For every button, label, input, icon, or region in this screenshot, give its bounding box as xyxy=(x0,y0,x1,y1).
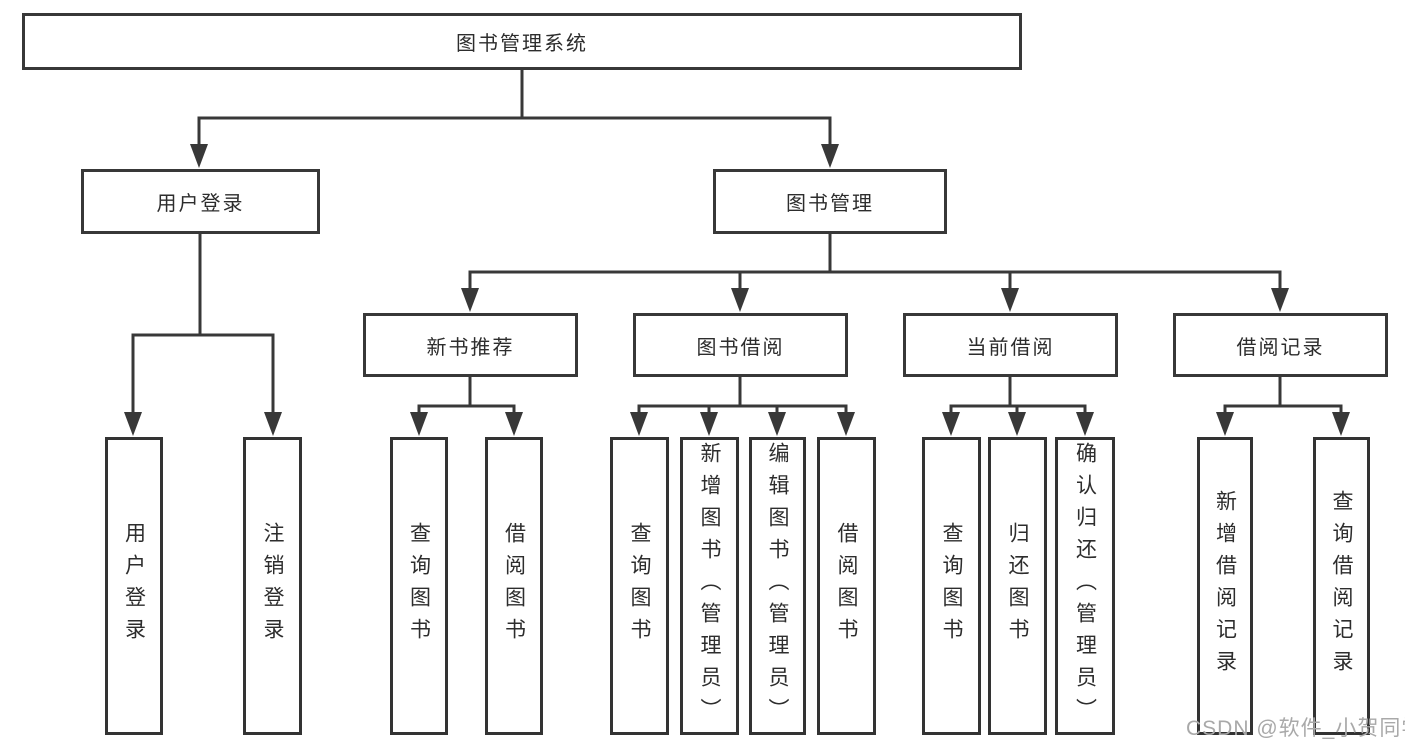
leaf-query-borrow-record: 查询借阅记录 xyxy=(1313,437,1370,735)
leaf-add-books-admin: 新增图书（管理员） xyxy=(680,437,739,735)
leaf-borrow-books-recommend: 借阅图书 xyxy=(485,437,543,735)
leaf-borrow-books-recommend-label: 借阅图书 xyxy=(502,522,526,650)
leaf-user-login-label: 用户登录 xyxy=(122,522,146,650)
node-current-borrowing-label: 当前借阅 xyxy=(966,336,1055,359)
node-current-borrowing: 当前借阅 xyxy=(903,313,1118,377)
leaf-query-books-borrowing: 查询图书 xyxy=(610,437,669,735)
leaf-logout-label: 注销登录 xyxy=(261,522,284,650)
node-book-borrowing: 图书借阅 xyxy=(633,313,848,377)
node-library-system: 图书管理系统 xyxy=(22,13,1022,70)
leaf-query-books-current: 查询图书 xyxy=(922,437,981,735)
node-borrow-records-label: 借阅记录 xyxy=(1236,336,1325,359)
node-user-login-label: 用户登录 xyxy=(156,193,245,215)
leaf-query-books-borrowing-label: 查询图书 xyxy=(628,522,651,650)
leaf-query-books-recommend: 查询图书 xyxy=(390,437,448,735)
leaf-edit-books-admin: 编辑图书（管理员） xyxy=(749,437,806,735)
leaf-add-books-admin-label: 新增图书（管理员） xyxy=(698,442,721,730)
leaf-add-borrow-record-label: 新增借阅记录 xyxy=(1213,490,1237,682)
node-new-book-recommend: 新书推荐 xyxy=(363,313,578,377)
leaf-query-books-current-label: 查询图书 xyxy=(940,522,963,650)
node-new-book-recommend-label: 新书推荐 xyxy=(426,336,515,359)
leaf-confirm-return-admin-label: 确认归还（管理员） xyxy=(1073,442,1097,730)
leaf-query-borrow-record-label: 查询借阅记录 xyxy=(1330,490,1353,682)
leaf-confirm-return-admin: 确认归还（管理员） xyxy=(1055,437,1115,735)
leaf-logout: 注销登录 xyxy=(243,437,302,735)
csdn-watermark: CSDN @软件_小贺同学 xyxy=(1186,717,1405,740)
node-book-management: 图书管理 xyxy=(713,169,947,234)
node-book-borrowing-label: 图书借阅 xyxy=(696,336,785,359)
node-user-login: 用户登录 xyxy=(81,169,320,234)
leaf-query-books-recommend-label: 查询图书 xyxy=(407,522,431,650)
node-borrow-records: 借阅记录 xyxy=(1173,313,1388,377)
arrow-down-icons xyxy=(124,144,1350,436)
leaf-user-login: 用户登录 xyxy=(105,437,163,735)
leaf-return-books-label: 归还图书 xyxy=(1006,522,1029,650)
node-library-system-label: 图书管理系统 xyxy=(456,33,588,55)
leaf-edit-books-admin-label: 编辑图书（管理员） xyxy=(766,442,789,730)
leaf-borrow-books-borrowing: 借阅图书 xyxy=(817,437,876,735)
leaf-add-borrow-record: 新增借阅记录 xyxy=(1197,437,1253,735)
leaf-borrow-books-borrowing-label: 借阅图书 xyxy=(835,522,858,650)
node-book-management-label: 图书管理 xyxy=(786,193,874,215)
leaf-return-books: 归还图书 xyxy=(988,437,1047,735)
